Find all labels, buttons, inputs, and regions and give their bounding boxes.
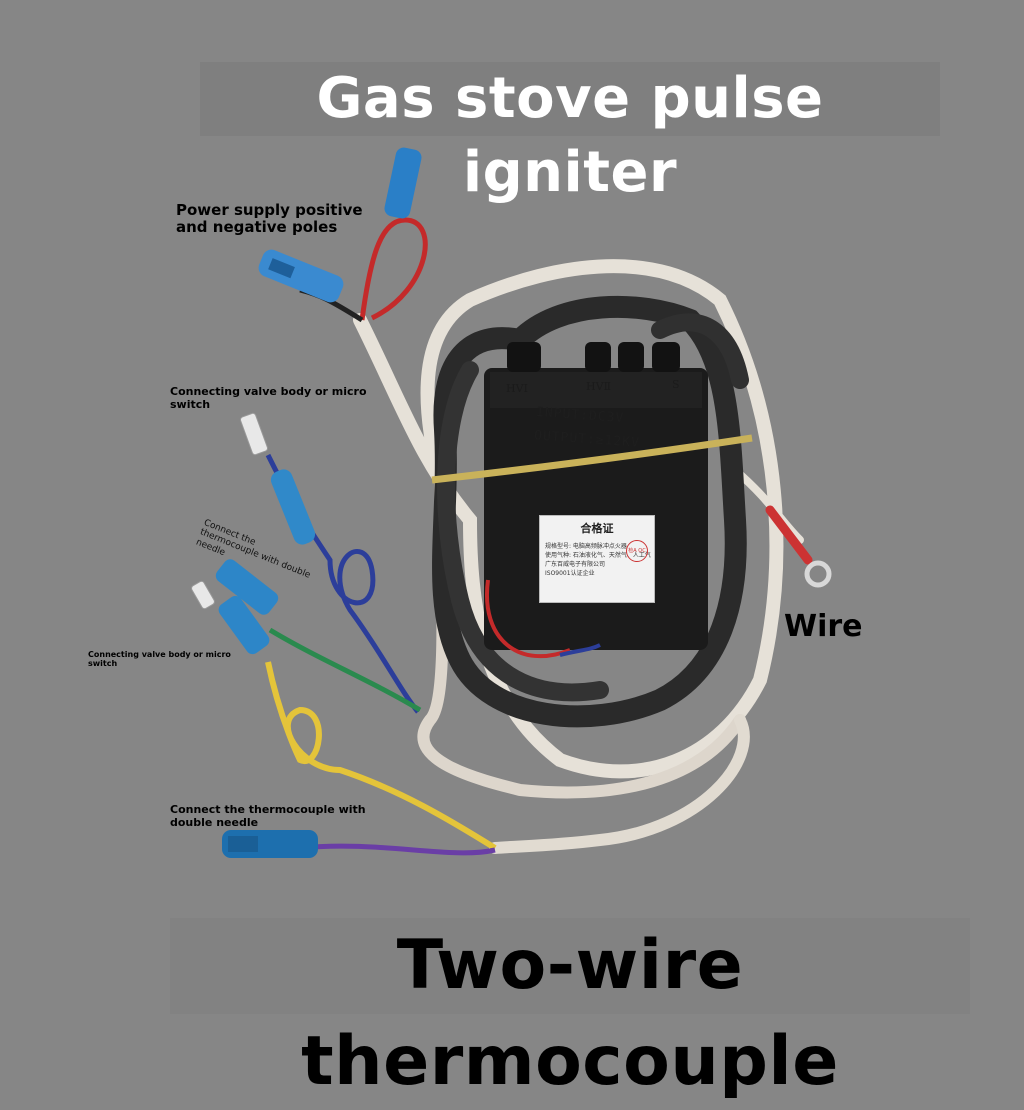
yellow-wire	[191, 580, 497, 851]
thermocouple-label-bottom: Connect the thermocouple with double nee…	[170, 803, 366, 829]
certificate-label: 合格证 规格型号: 电脑高频脉冲点火器 使用气种: 石油液化气、天然气、人工气 …	[539, 515, 655, 603]
green-wire	[215, 559, 422, 713]
port-label-hv1: HVⅠ	[506, 382, 528, 395]
power-connectors	[258, 147, 428, 323]
certificate-iso: ISO9001认证企业	[545, 570, 595, 577]
wire-label: Wire	[784, 609, 863, 644]
hv-ports	[507, 342, 680, 372]
port-label-s: S	[672, 378, 680, 391]
qc-stamp: 检A QC	[626, 540, 648, 562]
purple-wire	[222, 830, 496, 858]
blue-wire	[239, 412, 420, 714]
black-cable	[432, 295, 749, 728]
bottom-title: Two-wire thermocouple	[170, 918, 970, 1101]
certificate-title: 合格证	[580, 522, 614, 535]
port-label-hv2: HVⅡ	[586, 380, 612, 393]
rubber-band	[431, 434, 753, 484]
certificate-company: 广东百威电子有限公司	[545, 561, 606, 568]
certificate-line: 使用气种: 石油液化气、天然气、人工气	[545, 552, 651, 559]
page-title: Gas stove pulse igniter	[200, 62, 940, 205]
valve-body-label-top: Connecting valve body or micro switch	[170, 385, 367, 411]
power-supply-label: Power supply positive and negative poles	[176, 201, 363, 237]
valve-body-label-bottom: Connecting valve body or micro switch	[88, 650, 231, 669]
ring-terminal	[765, 505, 832, 588]
certificate-line: 规格型号: 电脑高频脉冲点火器	[545, 543, 627, 550]
